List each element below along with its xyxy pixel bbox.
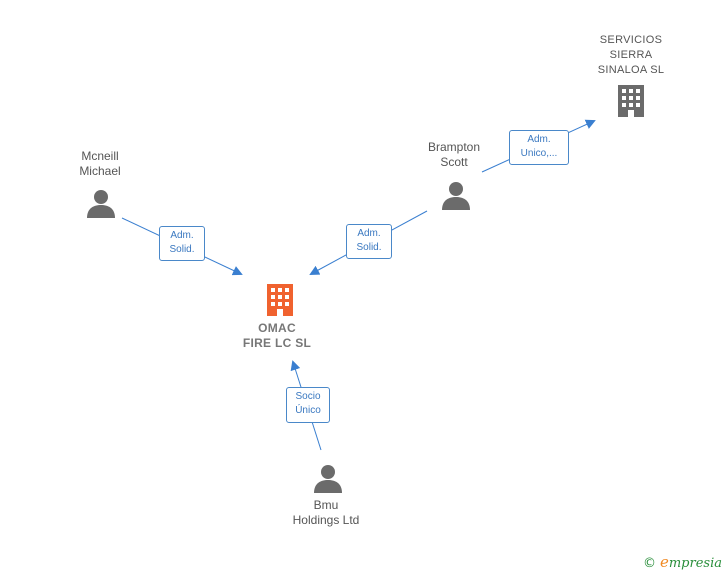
brand-name: mpresia (668, 556, 722, 571)
edge-label-bmu-main[interactable]: Socio Único (286, 387, 330, 423)
empresia-watermark: ©empresia (643, 553, 722, 571)
edge-label-brampton-main[interactable]: Adm. Solid. (346, 224, 392, 259)
company-name-label: OMAC FIRE LC SL (242, 321, 312, 350)
person-name-label: Bmu Holdings Ltd (292, 498, 360, 527)
edge-label-mcneill-main[interactable]: Adm. Solid. (159, 226, 205, 261)
company-name-label: SERVICIOS SIERRA SINALOA SL (597, 34, 665, 76)
building-icon (615, 84, 647, 123)
brand-initial: e (659, 553, 669, 571)
node-bmu-holdings[interactable]: Bmu Holdings Ltd (266, 498, 386, 528)
person-icon (441, 180, 471, 215)
node-mcneill-michael[interactable]: Mcneill Michael (50, 149, 150, 179)
edge-label-brampton-servicios[interactable]: Adm. Unico,... (509, 130, 569, 165)
copyright-icon: © (642, 556, 656, 571)
node-brampton-scott[interactable]: Brampton Scott (404, 140, 504, 170)
node-servicios-sierra[interactable]: SERVICIOS SIERRA SINALOA SL (571, 33, 691, 78)
person-icon (86, 188, 116, 223)
node-omac-fire[interactable]: OMAC FIRE LC SL (217, 321, 337, 351)
building-icon (264, 283, 296, 322)
person-icon (313, 463, 343, 498)
person-name-label: Brampton Scott (427, 140, 481, 169)
person-name-label: Mcneill Michael (79, 149, 121, 178)
